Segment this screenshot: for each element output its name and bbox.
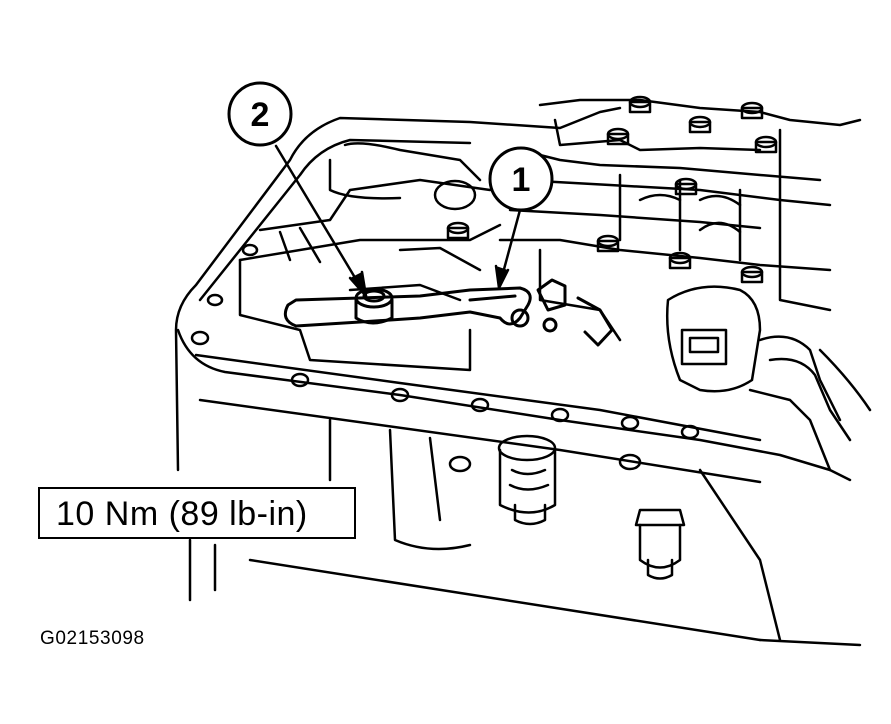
- case-fittings: [497, 434, 686, 580]
- callout-leaders: [274, 144, 522, 298]
- leader-line-2: [274, 144, 368, 298]
- leader-arrow-1: [494, 264, 510, 290]
- callout-2: 2: [227, 81, 293, 147]
- detent-spring-bolt: [354, 287, 394, 325]
- transmission-case: [174, 106, 862, 647]
- detent-spring-lever: [283, 278, 614, 347]
- callout-2-number: 2: [251, 96, 270, 134]
- figure-id: G02153098: [40, 628, 145, 649]
- case-flange-holes: [190, 243, 700, 473]
- torque-spec-text: 10 Nm (89 lb-in): [56, 495, 308, 533]
- leader-arrow-2: [348, 270, 368, 298]
- solenoid-block: [498, 98, 862, 342]
- torque-spec-label: 10 Nm (89 lb-in): [38, 487, 356, 539]
- callout-1-number: 1: [512, 161, 531, 199]
- valve-body: [238, 142, 502, 372]
- valve-body-bolts: [446, 95, 778, 284]
- callout-1: 1: [488, 146, 554, 212]
- electrical-connector: [665, 285, 872, 472]
